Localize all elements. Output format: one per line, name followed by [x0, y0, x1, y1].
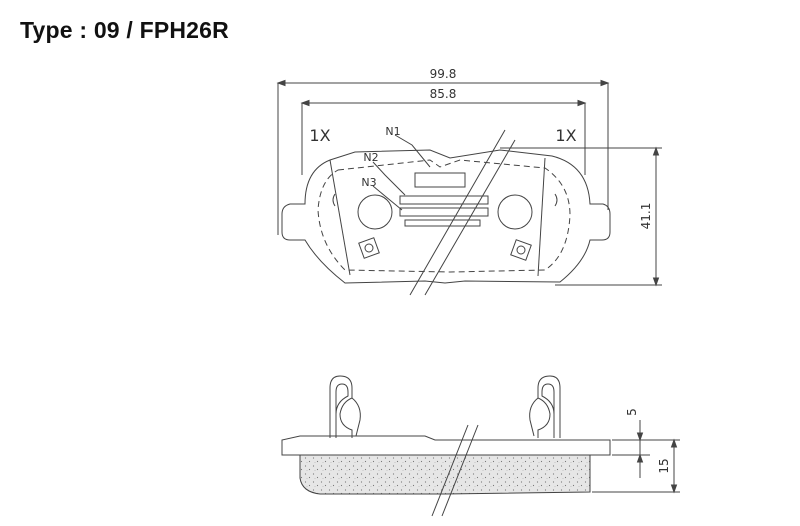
inner-width-dimension	[300, 99, 587, 175]
right-clip-square-icon	[510, 239, 532, 261]
overall-width-label: 99.8	[430, 67, 457, 81]
right-quantity-label: 1X	[555, 126, 576, 145]
inner-width-label: 85.8	[430, 87, 457, 101]
n3-label: N3	[361, 176, 376, 189]
pad-side-view	[281, 375, 611, 517]
n2-label: N2	[363, 151, 378, 164]
n1-label: N1	[385, 125, 400, 138]
left-quantity-label: 1X	[309, 126, 330, 145]
height-dimension	[500, 146, 662, 287]
overall-width-dimension	[276, 79, 610, 235]
total-thickness-dimension	[592, 438, 680, 494]
left-clip-square-icon	[358, 237, 380, 259]
backing-thickness-label: 5	[625, 408, 639, 416]
backing-thickness-dimension	[612, 420, 680, 478]
height-label: 41.1	[639, 203, 653, 230]
pad-top-view	[281, 129, 611, 296]
page-title: Type : 09 / FPH26R	[20, 17, 229, 43]
total-thickness-label: 15	[657, 458, 671, 473]
